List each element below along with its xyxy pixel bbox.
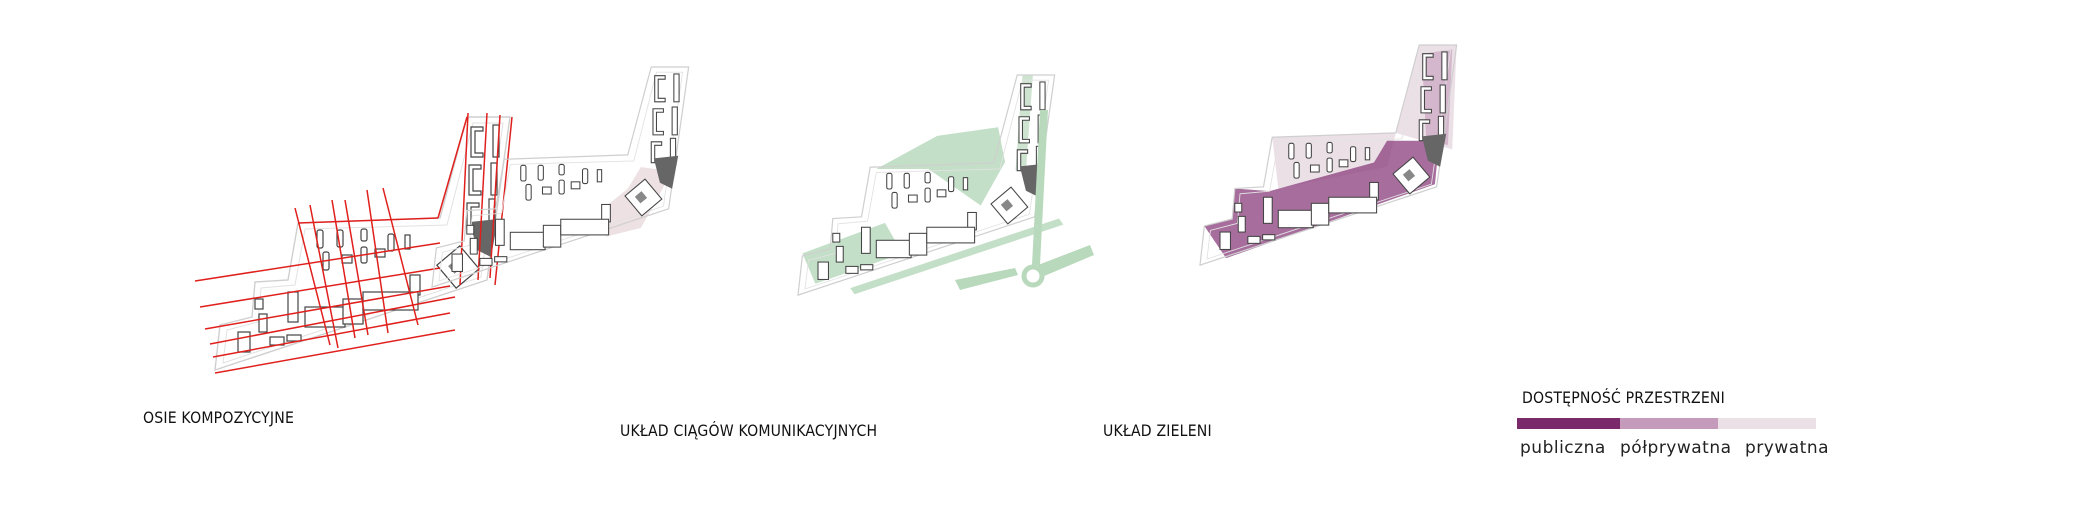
- panel-accessibility-plan: [1199, 44, 1458, 266]
- composition-axis-line: [294, 207, 331, 346]
- legend-swatch-public: [1517, 418, 1620, 429]
- composition-axis-line: [297, 217, 439, 224]
- panel-circulation-plan: [431, 66, 690, 288]
- composition-axis-line: [309, 204, 339, 349]
- composition-axis-line: [199, 267, 441, 308]
- legend-swatch-semiprivate: [1620, 418, 1718, 429]
- composition-axis-line: [344, 199, 369, 336]
- composition-axis-line: [214, 329, 456, 374]
- composition-axis-line: [437, 116, 468, 219]
- green-corridor: [1032, 110, 1048, 265]
- legend-label-public: publiczna: [1520, 438, 1606, 458]
- composition-axis-line: [194, 242, 441, 282]
- panel-title-circulation: UKŁAD CIĄGÓW KOMUNIKACYJNYCH: [620, 421, 878, 440]
- composition-axis-line: [477, 112, 488, 281]
- legend-label-semiprivate: półprywatna: [1620, 438, 1732, 458]
- composition-axis-line: [331, 199, 356, 339]
- composition-axis-line: [366, 189, 389, 334]
- composition-axis-line: [212, 312, 451, 358]
- panel-title-axes: OSIE KOMPOZYCYJNE: [143, 408, 295, 427]
- composition-axes: [194, 112, 513, 374]
- panel-title-accessibility: DOSTĘPNOŚĆ PRZESTRZENI: [1522, 388, 1725, 407]
- legend-label-private: prywatna: [1745, 438, 1830, 458]
- panel-title-greenery: UKŁAD ZIELENI: [1103, 421, 1212, 440]
- legend-swatch-private: [1718, 418, 1816, 429]
- panel-greenery-plan: [797, 74, 1094, 296]
- composition-axis-line: [489, 114, 501, 279]
- composition-axis-line: [382, 187, 419, 326]
- panel-axes-plan: [194, 112, 513, 374]
